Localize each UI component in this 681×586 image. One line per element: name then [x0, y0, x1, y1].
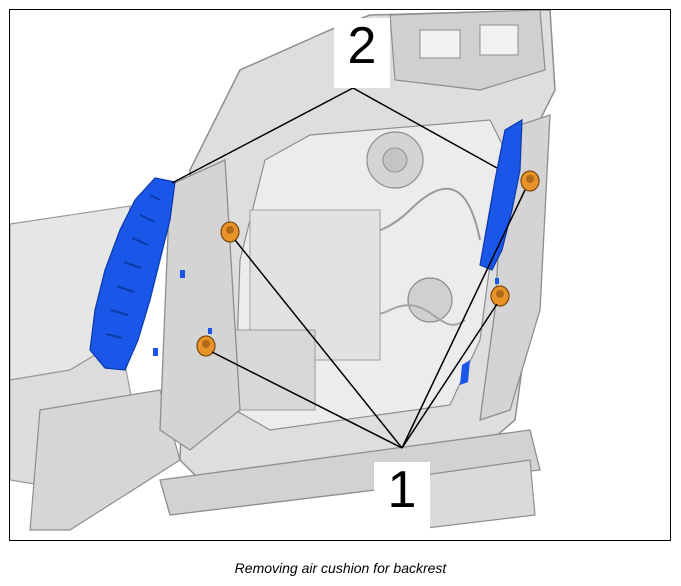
figure-caption: Removing air cushion for backrest [234, 560, 447, 576]
lumbar-pump [407, 277, 453, 323]
air-cushion-right [479, 118, 523, 271]
nut-icon [490, 285, 510, 307]
left-side-member [159, 159, 241, 451]
headrest-slot [419, 29, 461, 59]
figure-frame: 2 1 [9, 9, 671, 541]
lower-cross-tube [159, 429, 541, 516]
headrest-slot [479, 24, 519, 56]
nut-icon [220, 221, 240, 243]
callout-2-leaders [171, 87, 498, 184]
clip-marker [153, 348, 158, 356]
clip-marker [495, 278, 499, 284]
air-cushion-left [89, 177, 176, 371]
nut-icon [520, 170, 540, 192]
callout-label-2: 2 [334, 18, 390, 88]
recliner-motor-hub [382, 147, 408, 173]
callout-1-leaders [211, 189, 526, 449]
callout-label-1: 1 [374, 462, 430, 532]
seat-backrest-illustration [10, 10, 556, 531]
clip-marker [208, 328, 212, 334]
air-cushion-left-ridges [105, 194, 161, 339]
air-cushion-right-lower [460, 360, 470, 385]
clip-marker [180, 270, 185, 278]
nut-icon [196, 335, 216, 357]
seat-rail [29, 389, 181, 531]
